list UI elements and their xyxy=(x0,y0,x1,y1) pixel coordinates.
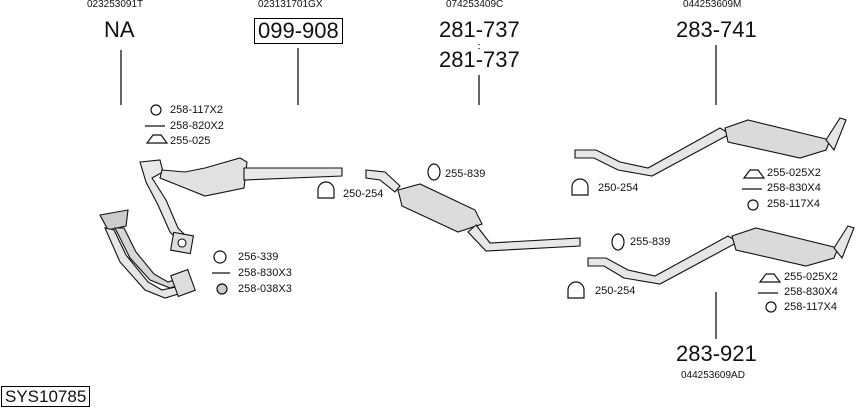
rear-silencer-bottom-group xyxy=(587,225,855,285)
mounting-rubber-icon xyxy=(611,233,625,251)
gasket-icon xyxy=(765,301,777,313)
tailpipe-top xyxy=(825,117,847,152)
rear-pipe-top xyxy=(574,127,732,177)
part-label: 258-117X4 xyxy=(784,301,838,313)
middle-inlet-pipe xyxy=(365,169,401,193)
part-label: 255-025 xyxy=(170,135,211,147)
flange-hole xyxy=(177,238,187,248)
assembly-id: SYS10785 xyxy=(1,386,91,407)
part-label: 255-839 xyxy=(630,236,671,248)
catalytic-converter xyxy=(159,157,248,197)
part-label: 258-117X4 xyxy=(767,198,821,210)
clamp-icon xyxy=(567,281,585,299)
oe-code-4: 044253609M xyxy=(683,0,742,10)
front-pipe-group xyxy=(99,159,196,299)
part-label: 255-025X2 xyxy=(784,271,838,283)
part-label: 250-254 xyxy=(343,188,384,200)
middle-silencer-group xyxy=(365,169,581,252)
mounting-icon xyxy=(742,169,766,179)
part-label: 258-117X2 xyxy=(170,104,224,116)
clamp-icon xyxy=(317,181,335,199)
part-label: 258-830X4 xyxy=(767,182,821,194)
middle-silencer xyxy=(397,183,483,233)
part-label: 258-820X2 xyxy=(170,120,224,132)
gasket-icon xyxy=(150,104,162,116)
middle-outlet-pipe xyxy=(467,224,581,252)
part-label: 250-254 xyxy=(595,285,636,297)
rear-silencer-bottom xyxy=(731,227,839,267)
gasket-icon xyxy=(213,250,227,264)
oe-code-footer: 044253609AD xyxy=(681,370,745,381)
oe-code-2: 023131701GX xyxy=(258,0,323,10)
part-number-281-737-b: 281-737 xyxy=(439,47,520,72)
part-label: 250-254 xyxy=(598,182,639,194)
part-number-283-741: 283-741 xyxy=(676,17,757,42)
part-label: 255-839 xyxy=(445,168,486,180)
gasket-icon xyxy=(747,199,759,211)
oe-code-3: 074253409C xyxy=(446,0,504,10)
part-label: 256-339 xyxy=(238,251,279,263)
cat-outlet-pipe xyxy=(243,167,343,181)
part-label: 258-830X3 xyxy=(238,267,292,279)
part-number-na: NA xyxy=(104,17,135,42)
mounting-rubber-icon xyxy=(427,163,441,181)
part-number-283-921: 283-921 xyxy=(676,341,757,366)
nut-icon xyxy=(216,283,228,295)
mounting-icon xyxy=(758,273,782,283)
part-label: 258-038X3 xyxy=(238,283,292,295)
part-number-281-737-a: 281-737 xyxy=(439,17,520,42)
part-label: 258-830X4 xyxy=(784,286,838,298)
manifold-outlet-flange xyxy=(170,268,196,298)
rear-silencer-top xyxy=(724,119,831,159)
part-label: 255-025X2 xyxy=(767,167,821,179)
part-number-099-908: 099-908 xyxy=(254,18,343,44)
manifold-flange xyxy=(99,209,129,231)
oe-code-1: 023253091T xyxy=(87,0,144,10)
mounting-icon xyxy=(145,134,169,144)
catalytic-converter-group xyxy=(159,157,343,197)
rear-silencer-top-group xyxy=(574,117,847,177)
clamp-icon xyxy=(571,178,589,196)
tailpipe-bottom xyxy=(833,225,855,260)
